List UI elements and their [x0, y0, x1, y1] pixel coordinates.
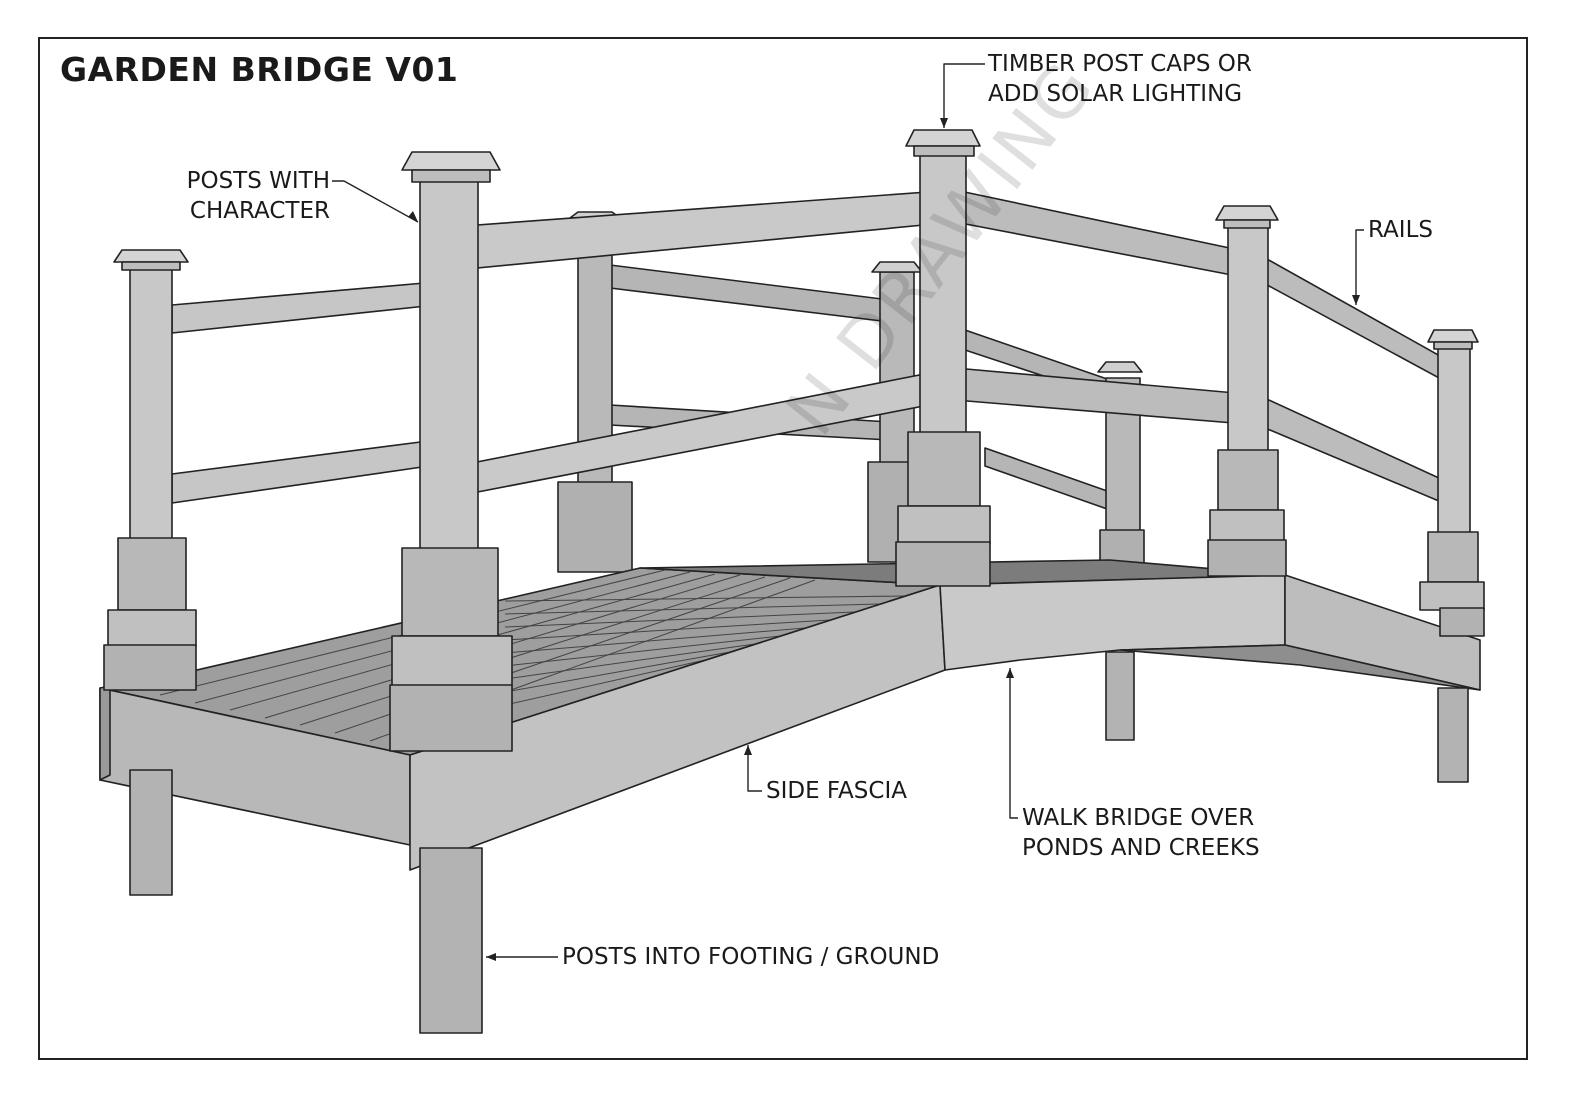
post-a — [103, 249, 197, 691]
leader-rails — [1355, 229, 1364, 305]
ground-post-4 — [1437, 687, 1469, 783]
label-post-caps-line-1: TIMBER POST CAPS OR — [988, 51, 1252, 77]
leader-walk-bridge — [1009, 668, 1018, 819]
label-walk-bridge: WALK BRIDGE OVER PONDS AND CREEKS — [1022, 803, 1260, 863]
label-posts-character: POSTS WITH CHARACTER — [180, 166, 330, 226]
label-posts-character-line-1: POSTS WITH — [186, 168, 330, 194]
far-post-1-base — [557, 481, 633, 573]
post-c — [895, 129, 991, 587]
fascia-underside — [1119, 644, 1481, 691]
ground-post-3 — [1105, 651, 1135, 741]
label-walk-bridge-line-1: WALK BRIDGE OVER — [1022, 805, 1255, 831]
leader-post-caps — [943, 63, 985, 128]
leader-posts-character — [332, 180, 419, 223]
far-post-2-cap — [871, 261, 923, 273]
near-posts — [103, 129, 1485, 752]
post-b — [389, 151, 513, 752]
ground-post-2 — [419, 847, 483, 1034]
post-e — [1419, 329, 1485, 637]
side-fascia — [99, 574, 1481, 871]
far-post-3-cap — [1097, 361, 1143, 373]
leader-side-fascia — [747, 745, 762, 792]
leader-arrows — [408, 118, 1360, 961]
page-title: GARDEN BRIDGE V01 — [60, 50, 459, 89]
drawing-border — [38, 37, 1528, 1060]
post-d — [1207, 205, 1287, 577]
label-post-caps: TIMBER POST CAPS OR ADD SOLAR LIGHTING — [988, 49, 1252, 109]
ground-post-1 — [129, 769, 173, 896]
label-post-caps-line-2: ADD SOLAR LIGHTING — [988, 81, 1243, 107]
label-side-fascia: SIDE FASCIA — [766, 778, 907, 804]
near-side-rails — [171, 189, 1466, 513]
label-posts-character-line-2: CHARACTER — [189, 198, 330, 224]
label-rails: RAILS — [1368, 217, 1433, 243]
ground-posts — [129, 651, 1469, 1034]
leader-lines — [332, 63, 1364, 958]
label-walk-bridge-line-2: PONDS AND CREEKS — [1022, 835, 1260, 861]
label-posts-footing: POSTS INTO FOOTING / GROUND — [562, 944, 940, 970]
